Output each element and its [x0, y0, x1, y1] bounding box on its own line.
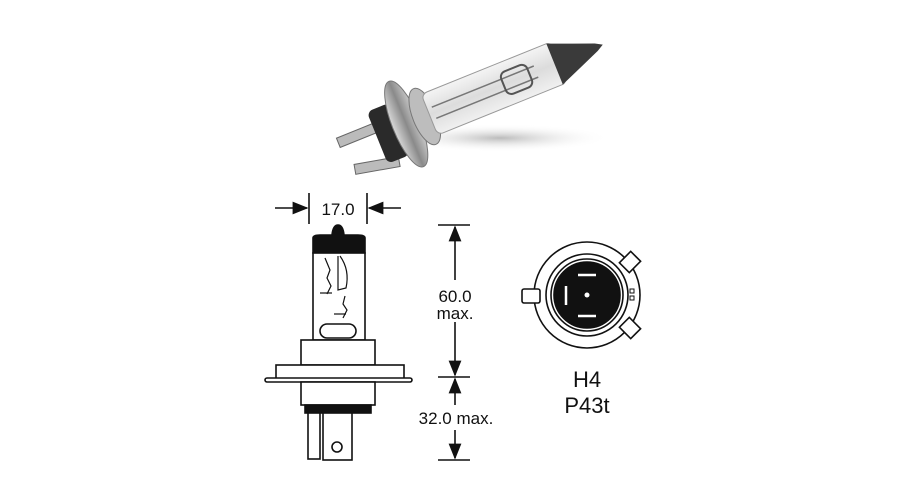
- base-height-label: 32.0 max.: [419, 409, 494, 428]
- base: [300, 381, 376, 406]
- photo-tip: [546, 43, 603, 85]
- bulb-type-label: H4: [573, 367, 601, 392]
- photo-base-band: [368, 104, 409, 162]
- height-dimensions: [438, 224, 470, 461]
- side-view-drawing: [264, 193, 413, 461]
- tab-left: [521, 288, 541, 304]
- pin-left: [307, 412, 321, 460]
- flange: [275, 364, 405, 380]
- pin-hole: [331, 441, 343, 453]
- collar: [300, 339, 376, 366]
- photo-terminal-1: [335, 122, 378, 149]
- glass-tip: [312, 224, 366, 254]
- filament-high: [324, 257, 332, 295]
- bulb-photo: [335, 43, 610, 175]
- tab-bottom-right: [618, 316, 642, 340]
- width-dimension-label: 17.0: [321, 200, 354, 219]
- base-band: [304, 404, 372, 414]
- pin-right: [322, 412, 353, 461]
- photo-glass: [422, 43, 567, 134]
- glass-height-label: 60.0: [438, 287, 471, 306]
- base-type-label: P43t: [564, 393, 609, 418]
- glass-height-suffix: max.: [437, 304, 474, 323]
- shield: [337, 255, 348, 291]
- front-view-drawing: [521, 241, 642, 349]
- tab-top-right: [618, 250, 642, 274]
- glass-pinch: [319, 323, 357, 339]
- photo-filament-shield: [499, 63, 534, 95]
